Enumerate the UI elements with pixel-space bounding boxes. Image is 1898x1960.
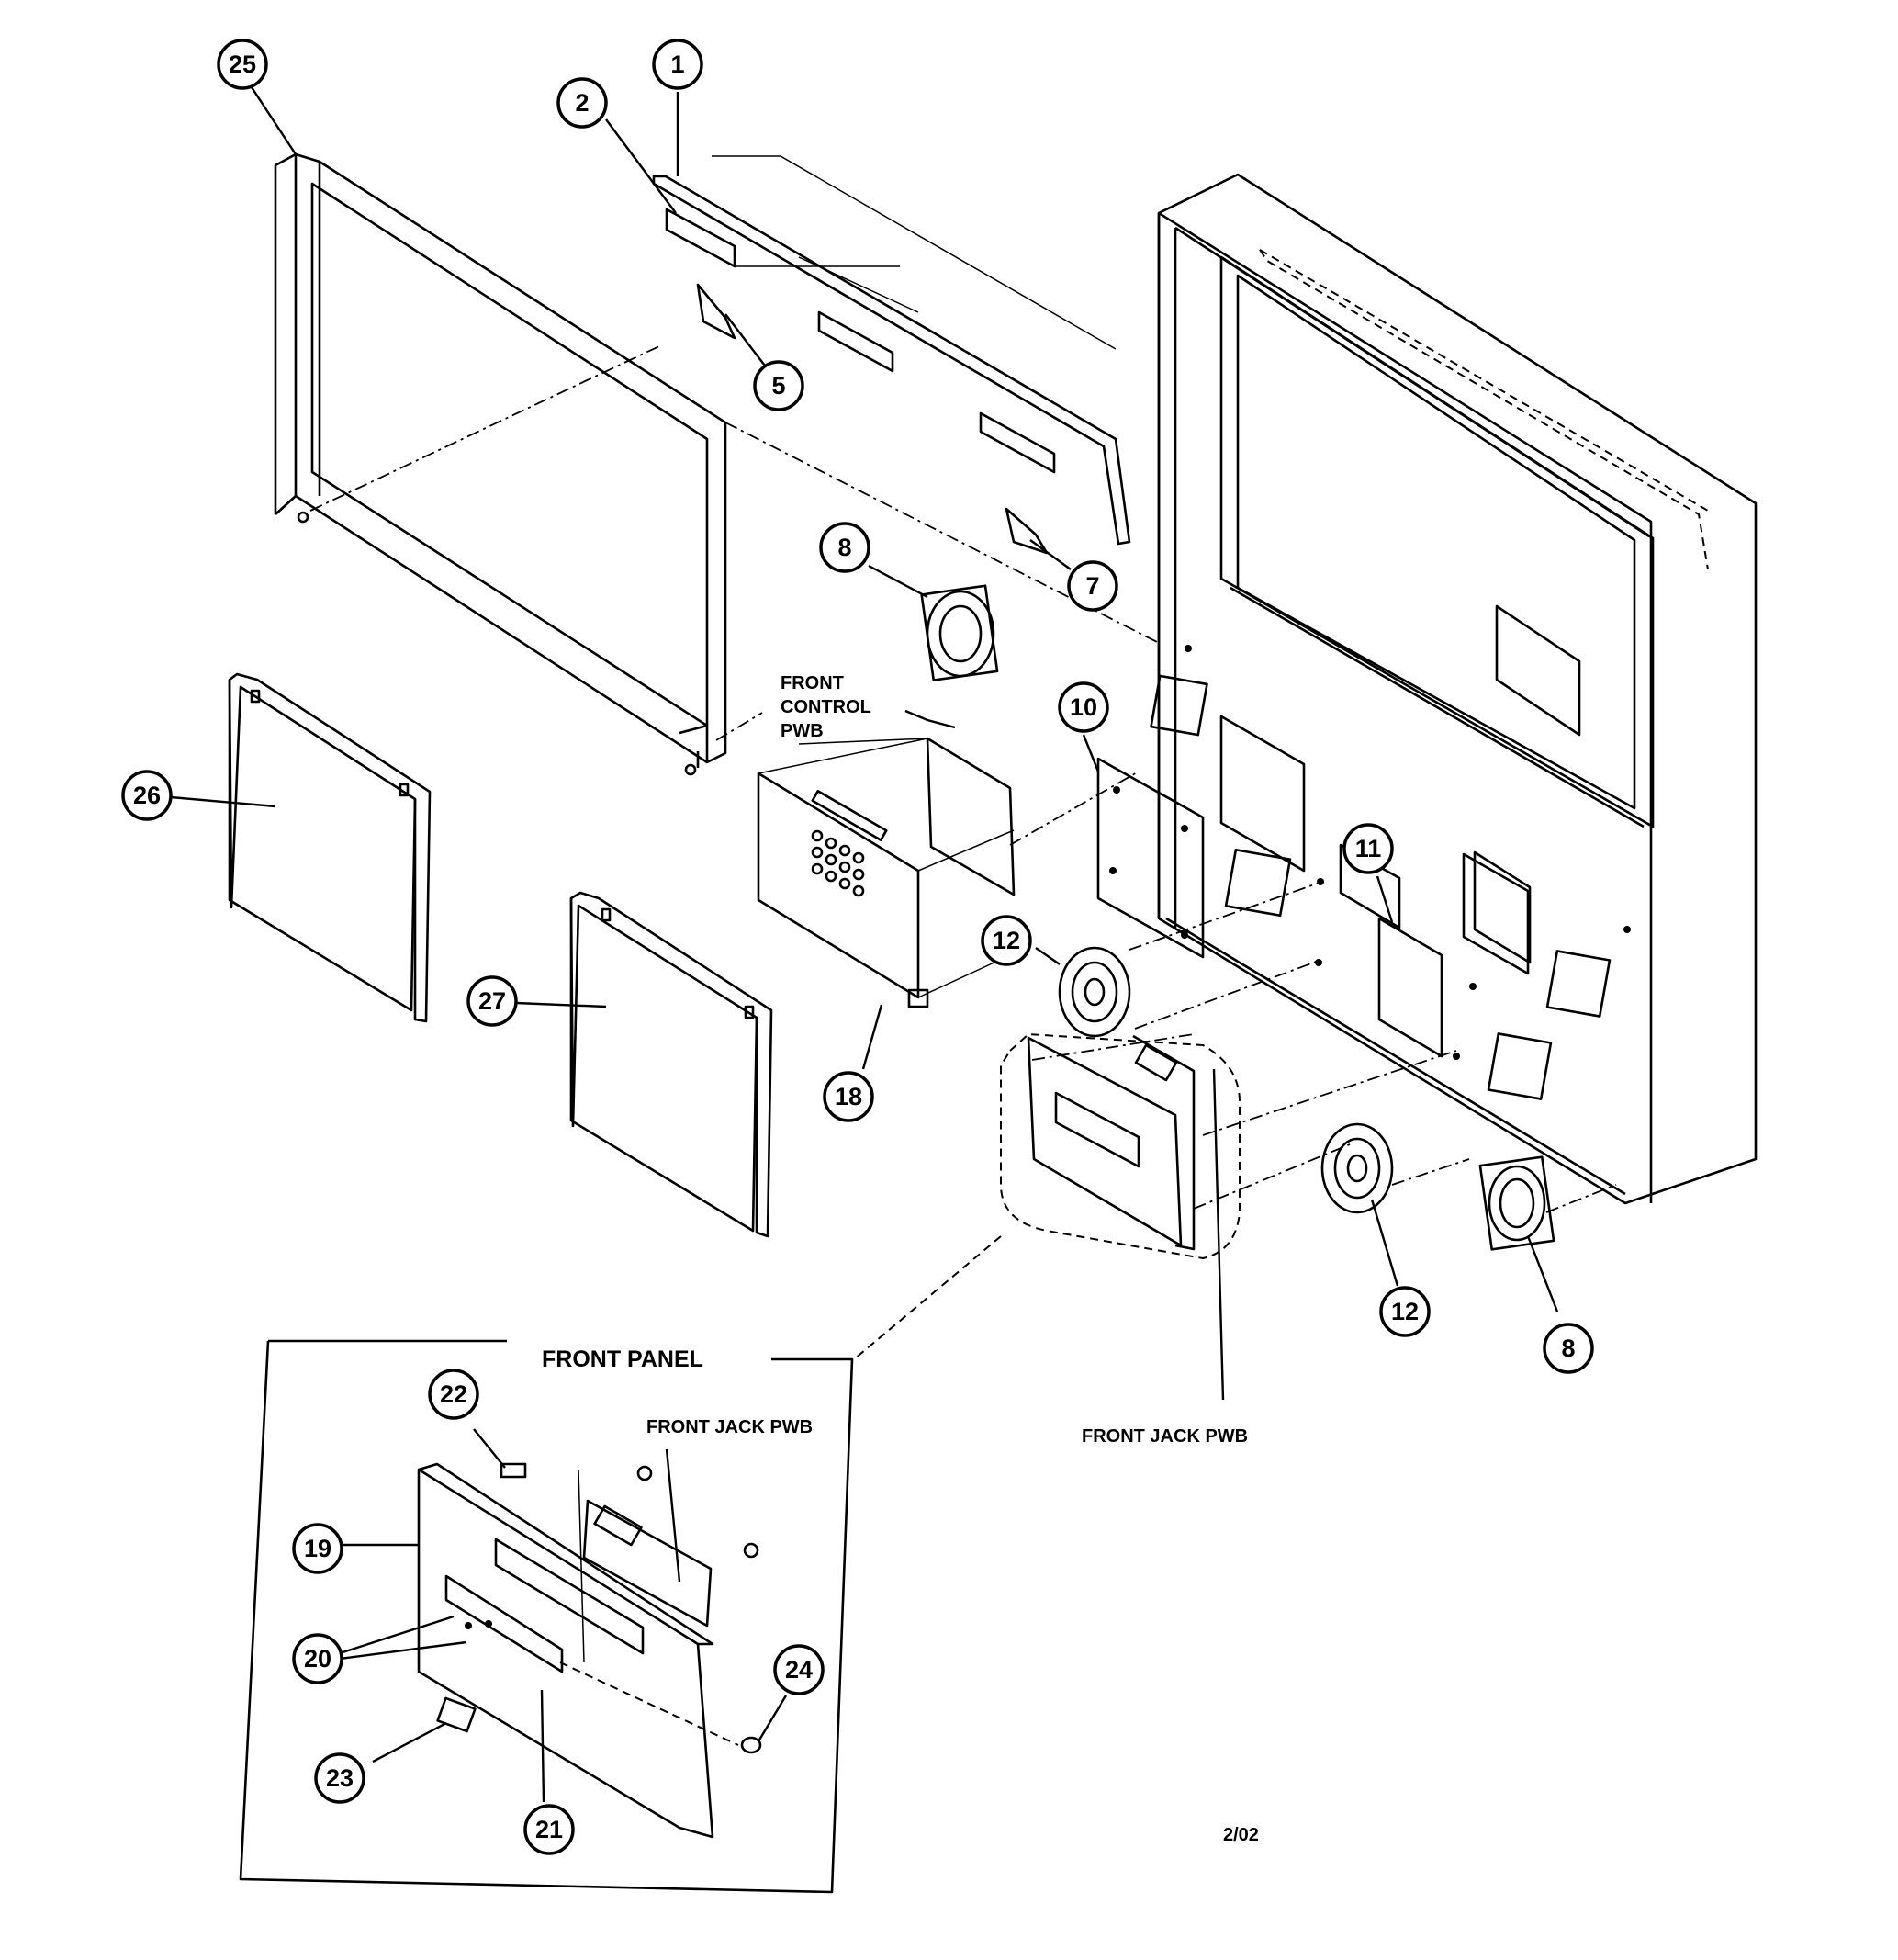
inset-front-jack-pwb-label: FRONT JACK PWB: [646, 1417, 813, 1437]
callout-8-upper: 8: [819, 522, 870, 573]
callout-10: 10: [1058, 681, 1109, 733]
front-control-pwb-assembly: [757, 737, 1016, 1008]
front-jack-housing: [1000, 1032, 1241, 1260]
callout-21: 21: [523, 1804, 575, 1855]
svg-text:25: 25: [229, 51, 256, 78]
callout-1: 1: [652, 39, 703, 90]
svg-text:7: 7: [1085, 572, 1099, 600]
pwb-11: [1377, 850, 1532, 1058]
front-jack-pwb-label: FRONT JACK PWB: [1082, 1426, 1248, 1447]
svg-text:2: 2: [575, 89, 589, 117]
svg-text:8: 8: [837, 534, 851, 561]
svg-text:21: 21: [535, 1816, 563, 1843]
callout-2: 2: [556, 77, 608, 129]
assembly-guide-lines: [309, 344, 1617, 1213]
door-panel-27: [569, 891, 773, 1238]
keypad-buttons: [811, 829, 865, 897]
front-control-label-line1: FRONT: [781, 673, 844, 693]
leader-lines: [170, 84, 1559, 1803]
svg-text:26: 26: [133, 782, 161, 809]
svg-text:27: 27: [478, 987, 506, 1015]
callout-24: 24: [773, 1644, 825, 1695]
callout-12-left: 12: [981, 915, 1032, 966]
speaker-8-lower: [1478, 1155, 1555, 1251]
pwb-10: [1096, 757, 1205, 959]
callout-19: 19: [292, 1523, 343, 1574]
callout-23: 23: [314, 1752, 365, 1804]
speaker-8-upper: [920, 584, 999, 681]
svg-text:1: 1: [670, 51, 684, 78]
svg-text:24: 24: [785, 1656, 813, 1684]
main-cabinet: [1150, 173, 1758, 1205]
speaker-12-right: [1320, 1122, 1394, 1214]
callout-26: 26: [121, 770, 173, 821]
svg-text:23: 23: [326, 1764, 354, 1792]
callout-20: 20: [292, 1633, 343, 1684]
svg-text:10: 10: [1070, 693, 1097, 721]
front-panel-title: FRONT PANEL: [542, 1346, 703, 1372]
callout-8-lower: 8: [1543, 1323, 1594, 1374]
svg-text:20: 20: [304, 1645, 331, 1673]
callout-22: 22: [428, 1369, 479, 1420]
speaker-12-left: [1058, 946, 1131, 1038]
svg-text:19: 19: [304, 1535, 331, 1562]
callout-5: 5: [753, 360, 804, 411]
date-code: 2/02: [1223, 1825, 1259, 1845]
svg-text:18: 18: [835, 1083, 862, 1110]
svg-text:12: 12: [1391, 1298, 1419, 1325]
callout-11: 11: [1342, 823, 1394, 874]
svg-text:5: 5: [771, 372, 785, 400]
front-bezel-frame: [274, 152, 727, 776]
callout-12-right: 12: [1379, 1286, 1431, 1337]
callout-27: 27: [466, 975, 518, 1027]
svg-text:8: 8: [1561, 1335, 1575, 1362]
svg-text:12: 12: [993, 927, 1020, 954]
callout-25: 25: [217, 39, 268, 90]
front-panel-inset: [239, 1235, 1002, 1894]
callout-18: 18: [823, 1071, 874, 1122]
svg-text:11: 11: [1355, 835, 1382, 862]
callout-7: 7: [1067, 560, 1118, 612]
door-panel-26: [228, 672, 432, 1023]
svg-text:22: 22: [440, 1380, 467, 1408]
front-control-label-line3: PWB: [781, 721, 824, 741]
front-control-label-line2: CONTROL: [781, 697, 871, 717]
